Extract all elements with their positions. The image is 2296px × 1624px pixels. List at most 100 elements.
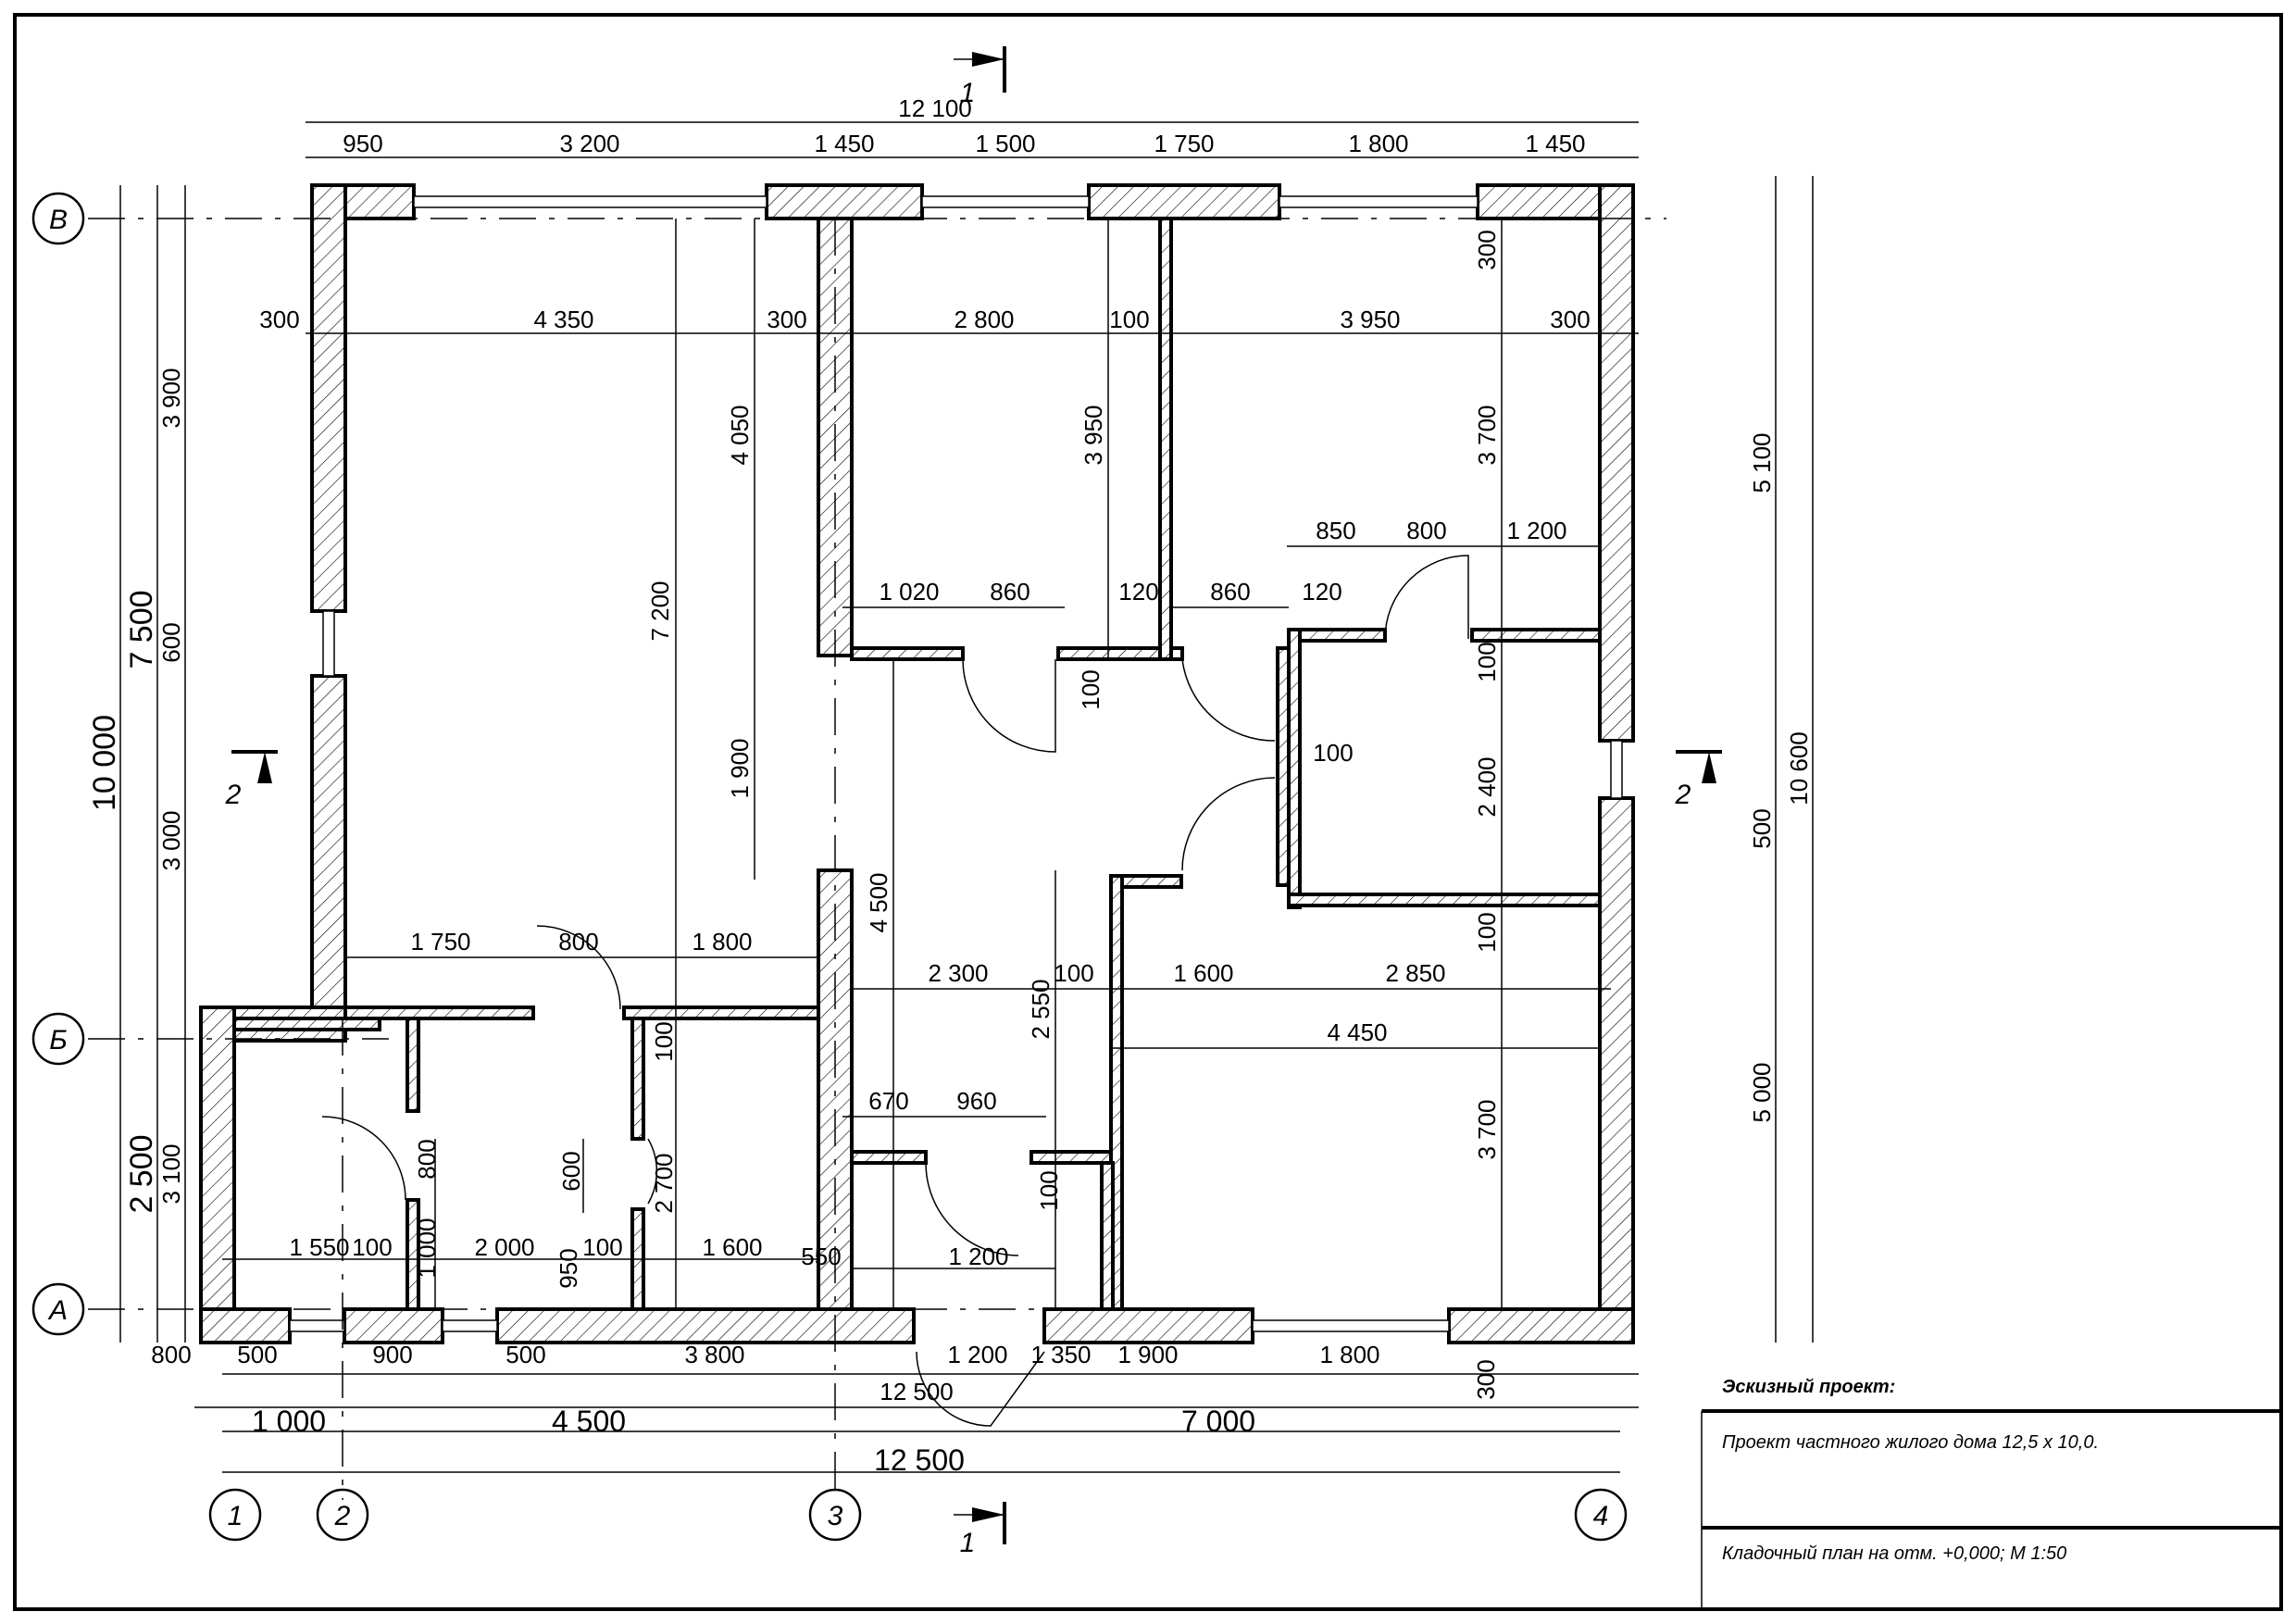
dim-v-800: 800 (413, 1139, 441, 1179)
dim-axes-1: 4 500 (552, 1405, 626, 1438)
dim-rdoor-1: 800 (1406, 517, 1446, 544)
dims-top: 12 100 950 3 200 1 450 1 500 1 750 1 800… (259, 94, 1590, 333)
dim-left-in-0: 3 900 (157, 368, 185, 428)
title-block-project: Проект частного жилого дома 12,5 х 10,0. (1722, 1432, 2099, 1453)
dim-bot-6: 1 350 (1030, 1341, 1091, 1368)
dim-v-100c: 100 (1035, 1170, 1063, 1210)
section-mark-top: 1 (960, 78, 976, 108)
dim-small-1: 960 (956, 1087, 996, 1115)
dim-hall-2: 1 600 (1173, 959, 1233, 987)
dim-bot-total1: 12 500 (880, 1378, 954, 1405)
dim-v-100b: 100 (650, 1021, 678, 1061)
dim-left-in-3: 3 100 (157, 1143, 185, 1204)
dim-bath-4: 100 (582, 1233, 622, 1261)
dim-bot-9: 300 (1472, 1359, 1500, 1399)
dim-door-0: 1 020 (879, 578, 939, 606)
dim-v-1000: 1 000 (413, 1218, 441, 1278)
dim-door-4: 120 (1302, 578, 1341, 606)
dim-hall-3: 2 850 (1385, 959, 1445, 987)
dim-bot-1: 500 (237, 1341, 277, 1368)
sheet-frame (13, 13, 2283, 1611)
dim-axes-2: 7 000 (1181, 1405, 1255, 1438)
dim-left-mid-1: 2 500 (124, 1134, 159, 1213)
section-marks: 1 1 2 2 (225, 46, 1722, 1558)
dim-bath-7: 1 200 (948, 1243, 1008, 1270)
dim-bot-5: 1 200 (947, 1341, 1007, 1368)
dim-room5-v: 3 700 (1473, 1099, 1501, 1159)
dim-room2-h: 3 950 (1079, 405, 1107, 465)
dim-top-5: 1 800 (1348, 130, 1408, 157)
axis-label-4: 4 (1593, 1501, 1609, 1531)
door-swings (321, 555, 1469, 1427)
dim-inner-6: 300 (1550, 306, 1590, 333)
axis-label-2: 2 (334, 1501, 351, 1531)
dim-room4-v: 2 400 (1473, 756, 1501, 817)
dim-v-600: 600 (557, 1151, 585, 1191)
section-mark-left: 2 (225, 780, 242, 810)
dims-rooms: 7 200 4 050 1 900 3 950 3 700 300 4 500 … (289, 230, 1566, 1288)
dim-room4-w: 100 (1313, 739, 1353, 767)
dim-right-in-2: 5 000 (1748, 1062, 1776, 1122)
dim-door-3: 860 (1210, 578, 1250, 606)
dim-hall-0: 2 300 (928, 959, 988, 987)
dim-inner-1: 4 350 (533, 306, 593, 333)
dim-v-2700: 2 700 (650, 1153, 678, 1213)
dim-living-v2: 1 900 (726, 738, 754, 798)
dim-left-in-1: 600 (157, 622, 185, 662)
dim-bath-0: 1 550 (289, 1233, 349, 1261)
dim-bot-3: 500 (505, 1341, 545, 1368)
dim-left-mid-0: 7 500 (124, 590, 159, 668)
dim-bath-6: 550 (801, 1243, 841, 1270)
axis-label-1: 1 (228, 1501, 243, 1531)
dim-bot-8: 1 800 (1319, 1341, 1379, 1368)
title-block: Эскизный проект: Проект частного жилого … (1701, 1377, 2281, 1609)
dim-rdoor-0: 850 (1316, 517, 1355, 544)
dim-door-2: 120 (1118, 578, 1158, 606)
dim-room4-v-bot: 100 (1473, 912, 1501, 952)
dims-left: 10 000 7 500 2 500 3 900 600 3 000 3 100 (87, 368, 185, 1213)
dim-bath-3: 950 (555, 1248, 582, 1288)
dim-left-in-2: 3 000 (157, 810, 185, 870)
dim-room5-w: 4 450 (1327, 1018, 1387, 1046)
dim-top-0: 950 (343, 130, 382, 157)
dim-top-4: 1 750 (1154, 130, 1214, 157)
dims-bottom: 800 500 900 500 3 800 1 200 1 350 1 900 … (151, 1341, 1500, 1477)
title-block-sheet: Кладочный план на отм. +0,000; М 1:50 (1722, 1543, 2066, 1564)
dim-right-in-1: 500 (1748, 808, 1776, 848)
dim-corr-v: 2 550 (1027, 979, 1054, 1039)
axis-label-a: А (47, 1295, 68, 1326)
dim-axes-0: 1 000 (252, 1405, 326, 1438)
dim-bath-2: 2 000 (474, 1233, 534, 1261)
dim-bot-0: 800 (151, 1341, 191, 1368)
dim-bot-7: 1 900 (1117, 1341, 1178, 1368)
dim-inner-3: 2 800 (954, 306, 1014, 333)
dim-inner-2: 300 (767, 306, 806, 333)
dim-room3-top: 300 (1473, 230, 1501, 269)
dim-right-total: 10 600 (1785, 731, 1813, 806)
dim-left-total: 10 000 (87, 715, 122, 811)
dim-room4-v-top: 100 (1473, 642, 1501, 681)
dim-mid-2: 1 800 (692, 928, 752, 956)
windows (289, 195, 1623, 1332)
dim-top-2: 1 450 (814, 130, 874, 157)
dim-inner-4: 100 (1109, 306, 1149, 333)
section-mark-right: 2 (1675, 780, 1691, 810)
dim-inner-0: 300 (259, 306, 299, 333)
dim-bath-1: 100 (352, 1233, 392, 1261)
dim-right-in-0: 5 100 (1748, 432, 1776, 493)
dim-top-total: 12 100 (898, 94, 972, 122)
dim-mid-1: 800 (558, 928, 598, 956)
dim-bath-5: 1 600 (702, 1233, 762, 1261)
dim-small-0: 670 (868, 1087, 908, 1115)
dim-top-1: 3 200 (559, 130, 619, 157)
dim-bot-total: 12 500 (874, 1443, 965, 1477)
dim-bot-4: 3 800 (684, 1341, 744, 1368)
dim-inner-5: 3 950 (1340, 306, 1400, 333)
dim-mid-0: 1 750 (410, 928, 470, 956)
dimension-lines (119, 121, 1814, 1473)
dim-living-v: 4 050 (726, 405, 754, 465)
axis-label-v: В (49, 205, 68, 235)
dim-rdoor-2: 1 200 (1506, 517, 1566, 544)
axis-label-3: 3 (828, 1501, 843, 1531)
dim-hall-1: 100 (1054, 959, 1093, 987)
